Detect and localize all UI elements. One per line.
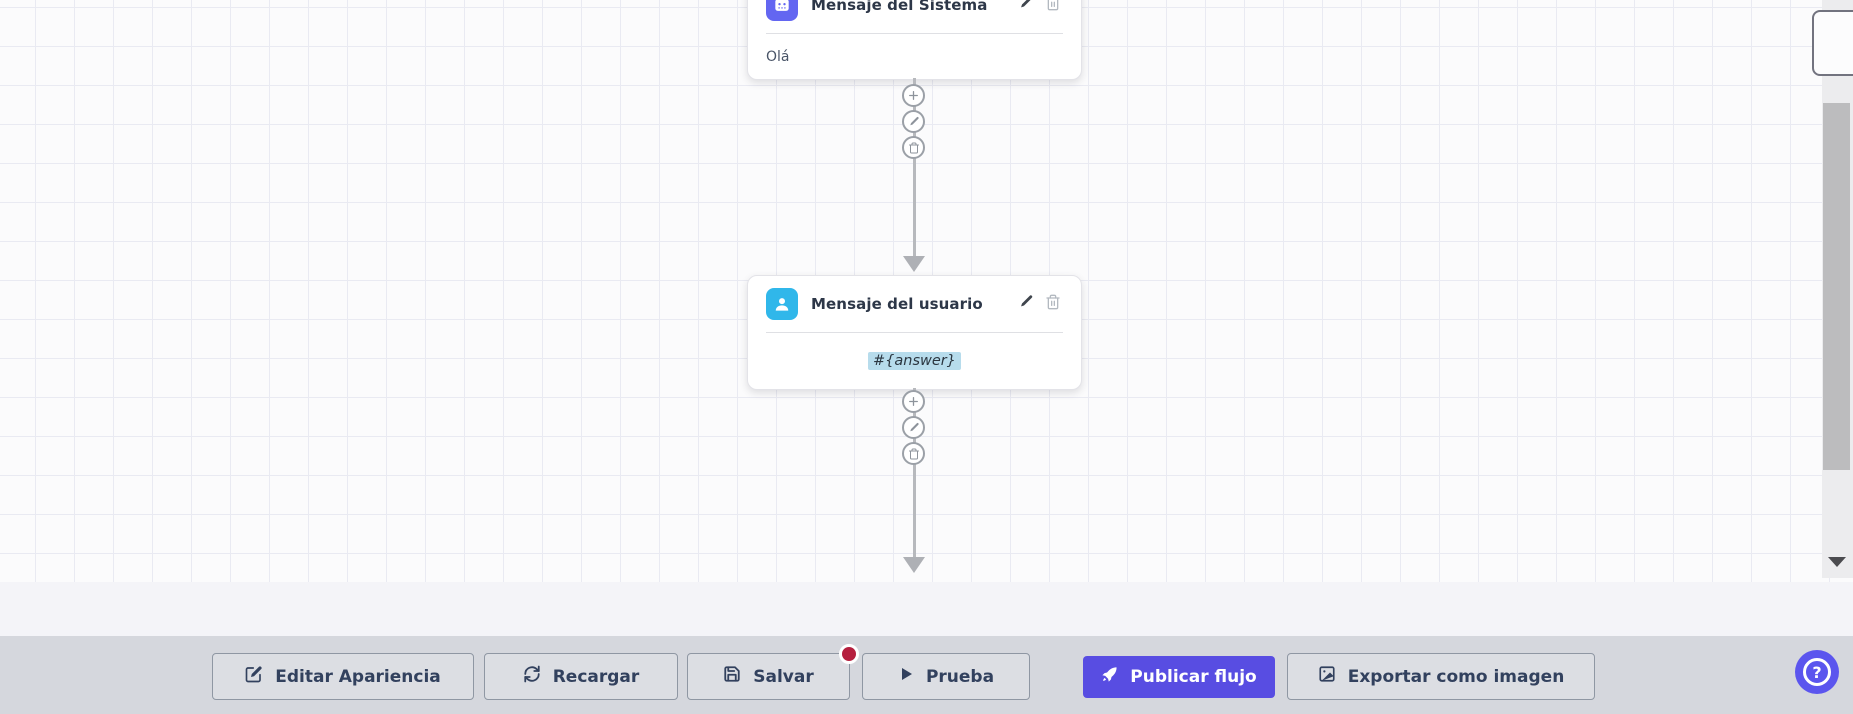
delete-node-icon[interactable] xyxy=(1045,0,1061,15)
add-node-button[interactable] xyxy=(902,390,925,413)
button-label: Prueba xyxy=(925,666,995,687)
node-header: Mensaje del Sistema xyxy=(748,0,1081,33)
edit-node-icon[interactable] xyxy=(1018,0,1034,15)
test-button[interactable]: Prueba xyxy=(862,653,1030,700)
edit-icon xyxy=(245,665,263,688)
node-body-text[interactable]: Olá xyxy=(766,48,790,65)
connector-arrowhead xyxy=(903,256,925,272)
button-label: Salvar xyxy=(753,666,814,687)
help-label: ? xyxy=(1812,662,1822,682)
publish-flow-button[interactable]: Publicar flujo xyxy=(1083,656,1275,698)
node-user-message[interactable]: Mensaje del usuario #{answer} xyxy=(747,275,1082,390)
vertical-scrollbar[interactable] xyxy=(1822,0,1853,578)
connector-line xyxy=(913,78,916,257)
play-icon xyxy=(898,666,914,687)
scrollbar-down-arrow-icon[interactable] xyxy=(1828,557,1846,567)
connector-arrowhead xyxy=(903,557,925,573)
node-title: Mensaje del usuario xyxy=(811,295,983,313)
user-icon xyxy=(766,288,798,320)
delete-connector-button[interactable] xyxy=(902,442,925,465)
edit-node-icon[interactable] xyxy=(1018,294,1034,314)
refresh-icon xyxy=(523,665,541,688)
question-mark-icon: ? xyxy=(1803,658,1831,686)
button-label: Exportar como imagen xyxy=(1347,666,1565,687)
variable-chip[interactable]: #{answer} xyxy=(868,352,961,370)
image-icon xyxy=(1318,665,1336,688)
bottom-toolbar: Editar Apariencia Recargar Salvar xyxy=(0,636,1853,714)
rocket-icon xyxy=(1101,666,1118,688)
reload-button[interactable]: Recargar xyxy=(484,653,678,700)
node-body[interactable]: #{answer} xyxy=(748,333,1081,389)
scrollbar-thumb[interactable] xyxy=(1823,103,1850,470)
node-system-message[interactable]: Mensaje del Sistema Olá xyxy=(747,0,1082,80)
edit-connector-button[interactable] xyxy=(902,416,925,439)
delete-node-icon[interactable] xyxy=(1045,294,1061,314)
button-label: Recargar xyxy=(552,666,640,687)
node-divider xyxy=(766,33,1063,34)
save-icon xyxy=(723,665,741,688)
node-divider xyxy=(766,332,1063,333)
flow-canvas[interactable]: Mensaje del Sistema Olá xyxy=(0,0,1853,582)
unsaved-changes-badge xyxy=(839,644,859,664)
edge-panel[interactable] xyxy=(1812,10,1853,76)
help-button[interactable]: ? xyxy=(1795,650,1839,694)
canvas-footer-strip xyxy=(0,582,1853,636)
robot-icon xyxy=(766,0,798,21)
edit-appearance-button[interactable]: Editar Apariencia xyxy=(212,653,474,700)
node-title: Mensaje del Sistema xyxy=(811,0,988,14)
export-image-button[interactable]: Exportar como imagen xyxy=(1287,653,1595,700)
delete-connector-button[interactable] xyxy=(902,136,925,159)
node-header: Mensaje del usuario xyxy=(748,276,1081,332)
edit-connector-button[interactable] xyxy=(902,110,925,133)
add-node-button[interactable] xyxy=(902,84,925,107)
save-button[interactable]: Salvar xyxy=(687,653,850,700)
connector-line xyxy=(913,388,916,558)
button-label: Publicar flujo xyxy=(1130,667,1257,687)
button-label: Editar Apariencia xyxy=(275,666,441,687)
